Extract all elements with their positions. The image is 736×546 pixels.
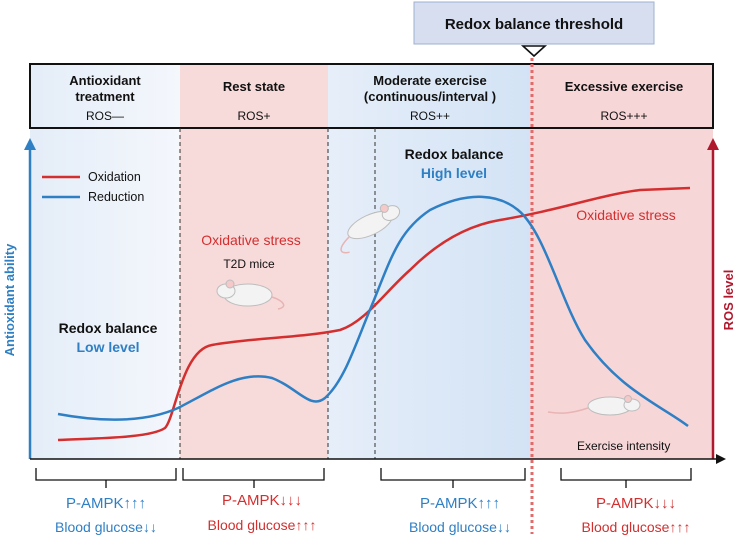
- threshold-marker-icon: [520, 45, 548, 58]
- zone-moderate: [328, 64, 530, 459]
- phase-3-title-line1: Moderate exercise: [373, 73, 486, 88]
- legend-oxidation-label: Oxidation: [88, 170, 141, 184]
- outcome-4-ampk: P-AMPK↓↓↓: [596, 495, 676, 512]
- outcome-1-ampk: P-AMPK↑↑↑: [66, 495, 146, 512]
- x-axis-label: Exercise intensity: [577, 439, 670, 453]
- rest-mice-label: T2D mice: [223, 257, 275, 271]
- high-balance-sub: High level: [421, 165, 487, 181]
- low-balance-title: Redox balance: [59, 320, 158, 336]
- legend-reduction-label: Reduction: [88, 190, 144, 204]
- zone-excessive: [530, 64, 713, 459]
- threshold-label: Redox balance threshold: [445, 16, 623, 33]
- right-axis-label: ROS level: [721, 270, 736, 331]
- right-axis-arrow-icon: [707, 138, 719, 150]
- outcome-2-glucose: Blood glucose↑↑↑: [208, 517, 317, 533]
- left-axis-arrow-icon: [24, 138, 36, 150]
- outcome-4-glucose: Blood glucose↑↑↑: [582, 519, 691, 535]
- brace-3: [380, 468, 526, 488]
- zone-antioxidant: [30, 64, 180, 459]
- mouse-icon: [216, 279, 285, 310]
- rest-stress-label: Oxidative stress: [201, 232, 301, 248]
- mouse-icon: [547, 395, 641, 416]
- x-axis-arrow-icon: [716, 454, 726, 464]
- brace-2: [182, 468, 325, 488]
- phase-1-title-line1: Antioxidant: [69, 73, 141, 88]
- left-axis-label: Antioxidant ability: [2, 243, 17, 356]
- outcome-1-glucose: Blood glucose↓↓: [55, 519, 157, 535]
- low-balance-sub: Low level: [76, 339, 139, 355]
- high-balance-title: Redox balance: [405, 146, 504, 162]
- phase-2-title: Rest state: [223, 79, 285, 94]
- phase-4-ros: ROS+++: [600, 109, 647, 123]
- outcome-3-glucose: Blood glucose↓↓: [409, 519, 511, 535]
- phase-1-ros: ROS—: [86, 109, 124, 123]
- phase-3-ros: ROS++: [410, 109, 450, 123]
- oxidation-curve: [57, 186, 691, 442]
- phase-1-title-line2: treatment: [75, 89, 135, 104]
- phase-4-title: Excessive exercise: [565, 79, 684, 94]
- excess-stress-label: Oxidative stress: [576, 207, 676, 223]
- phase-header-box: [29, 63, 714, 129]
- threshold-box: [413, 1, 655, 45]
- phase-2-ros: ROS+: [237, 109, 270, 123]
- outcome-2-ampk: P-AMPK↓↓↓: [222, 492, 302, 509]
- brace-4: [560, 468, 692, 488]
- reduction-curve: [57, 195, 689, 428]
- brace-1: [35, 468, 177, 488]
- mouse-icon: [340, 203, 401, 254]
- outcome-3-ampk: P-AMPK↑↑↑: [420, 495, 500, 512]
- phase-3-title-line2: (continuous/interval ): [364, 89, 496, 104]
